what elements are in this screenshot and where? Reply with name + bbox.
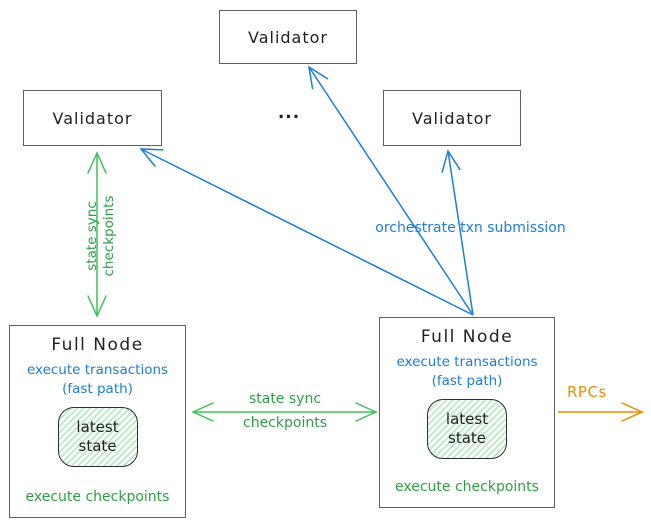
orchestrate-txn-submission-label: orchestrate txn submission — [375, 220, 566, 236]
latest-state-word1: latest — [445, 410, 489, 428]
full-node-right-title: Full Node — [420, 327, 514, 347]
full-node-left-footer: execute checkpoints — [25, 489, 170, 505]
state-sync-horizontal-line2: checkpoints — [243, 415, 327, 431]
full-node-left-latest-state-box: latest state — [57, 407, 138, 467]
arrow-orchestrate-to-right-validator — [441, 149, 474, 316]
full-node-right-footer: execute checkpoints — [395, 479, 539, 495]
full-node-right-latest-state-box: latest state — [427, 399, 507, 459]
full-node-left-box: Full Node execute transactions (fast pat… — [9, 325, 186, 518]
validator-ellipsis: ... — [277, 103, 301, 123]
validator-left-box: Validator — [23, 90, 162, 146]
validator-top-box: Validator — [219, 10, 357, 64]
latest-state-word2: state — [78, 437, 117, 455]
full-node-left-role-line2: (fast path) — [62, 381, 133, 397]
latest-state-word2: state — [448, 429, 486, 447]
rpcs-label: RPCs — [567, 383, 607, 401]
arrow-orchestrate-to-left-validator — [139, 148, 474, 316]
validator-right-label: Validator — [412, 108, 492, 128]
state-sync-vertical-label: state sync checkpoints — [84, 191, 118, 281]
full-node-right-role-line2: (fast path) — [431, 373, 503, 389]
state-sync-vertical-line1: state sync — [84, 201, 100, 271]
full-node-left-role-line1: execute transactions — [26, 362, 169, 378]
validator-top-label: Validator — [248, 27, 328, 47]
full-node-right-box: Full Node execute transactions (fast pat… — [379, 317, 555, 508]
state-sync-vertical-line2: checkpoints — [101, 195, 117, 277]
full-node-left-title: Full Node — [51, 335, 144, 355]
validator-left-label: Validator — [52, 108, 133, 128]
full-node-right-role-line1: execute transactions — [396, 354, 538, 370]
latest-state-word1: latest — [76, 418, 119, 436]
arrow-orchestrate-to-top-validator — [307, 65, 474, 316]
state-sync-horizontal-line1: state sync — [248, 391, 322, 407]
validator-right-box: Validator — [383, 90, 521, 146]
